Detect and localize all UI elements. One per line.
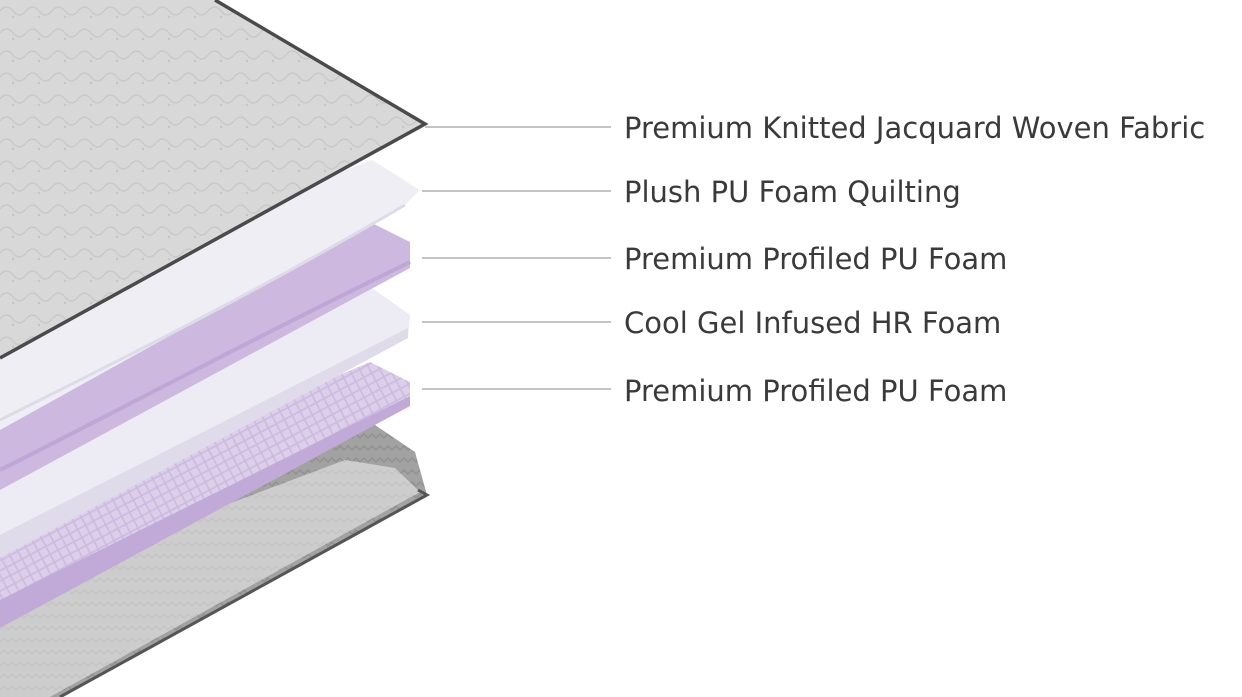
layer-label-quilting-foam: Plush PU Foam Quilting (624, 175, 961, 209)
quilting-foam-layer-icon (0, 160, 420, 430)
layer-label-gel-foam: Cool Gel Infused HR Foam (624, 306, 1002, 340)
layer-label-profiled-foam-bottom: Premium Profiled PU Foam (624, 374, 1008, 408)
leader-lines (422, 126, 611, 390)
layer-label-jacquard-fabric: Premium Knitted Jacquard Woven Fabric (624, 111, 1206, 145)
gel-foam-layer-icon (0, 288, 410, 558)
mattress-base-layer-icon (0, 425, 431, 697)
jacquard-fabric-layer-icon (0, 0, 429, 360)
layer-label-profiled-foam-top: Premium Profiled PU Foam (624, 242, 1008, 276)
profiled-foam-top-layer-icon (0, 222, 411, 490)
profiled-foam-bottom-layer-icon (0, 362, 410, 628)
